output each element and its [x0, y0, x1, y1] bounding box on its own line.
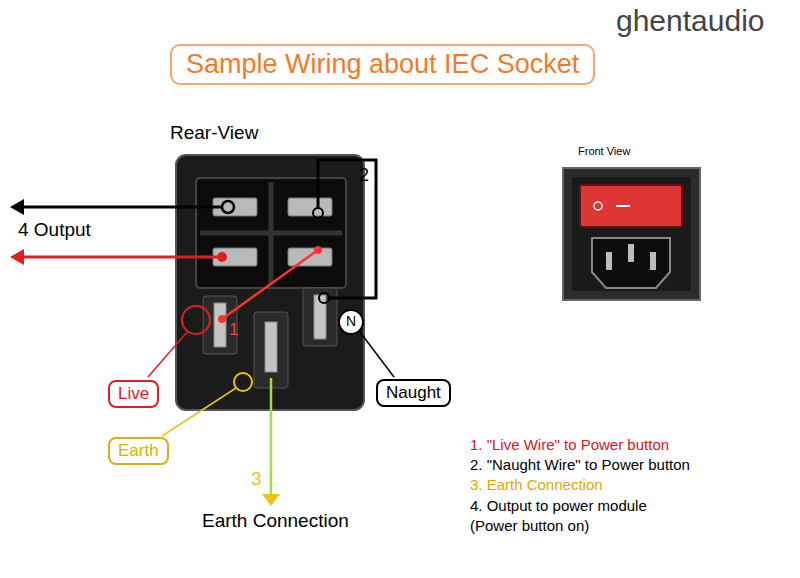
- view-label: Rear-View: [170, 122, 258, 144]
- legend-note: 2. "Naught Wire" to Power button: [470, 456, 690, 473]
- callout-number: 1: [229, 320, 238, 340]
- live-box: Live: [108, 380, 159, 408]
- output-label: 4 Output: [18, 219, 91, 241]
- node-text: Live: [118, 384, 149, 404]
- title-box: Sample Wiring about IEC Socket: [170, 44, 595, 85]
- callout-number: 3: [251, 468, 262, 490]
- node-text: Earth: [118, 441, 159, 461]
- node-text: Naught: [386, 383, 441, 403]
- legend-note: 3. Earth Connection: [470, 476, 603, 493]
- terminal-letter: N: [346, 313, 356, 329]
- earth-connection-label: Earth Connection: [202, 510, 349, 532]
- earth-box: Earth: [108, 437, 169, 465]
- legend-note: 4. Output to power module (Power button …: [470, 496, 670, 535]
- logo-text: ghentaudio: [616, 4, 764, 39]
- legend-note: 1. "Live Wire" to Power button: [470, 436, 669, 453]
- view-label: Front View: [578, 145, 630, 158]
- callout-number: 2: [359, 165, 369, 186]
- naught-box: Naught: [376, 379, 451, 407]
